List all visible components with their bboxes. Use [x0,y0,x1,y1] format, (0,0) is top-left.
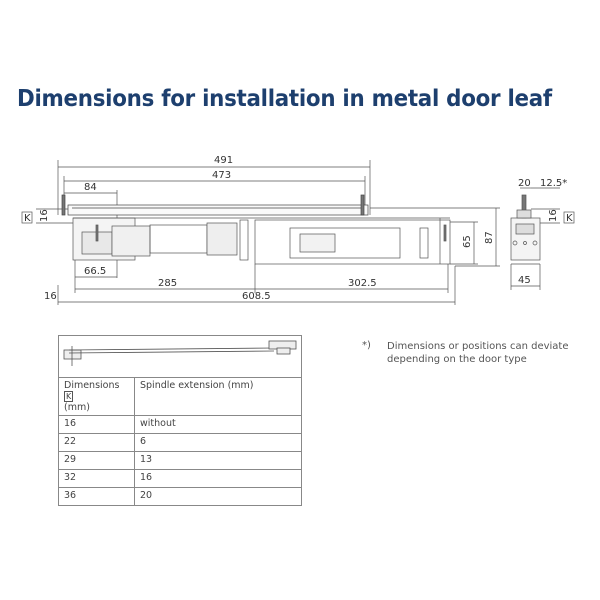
k-dimension-left: K 16 [21,208,74,224]
svg-text:84: 84 [84,182,97,193]
dimension-608-5: 16 608.5 [44,266,456,305]
svg-text:45: 45 [518,275,531,286]
table-header-row: Dimensions K (mm) Spindle extension (mm) [58,377,302,416]
cell-ext: 20 [134,487,302,506]
cover-plate [61,194,369,216]
header-dimensions: Dimensions [64,380,120,391]
dimension-285: 285 [75,264,256,293]
k-symbol: K [64,391,74,402]
cell-k: 36 [58,487,135,506]
cell-ext: without [134,415,302,434]
svg-text:20: 20 [518,178,531,189]
cell-k: 29 [58,451,135,470]
svg-text:285: 285 [158,278,177,289]
header-unit: (mm) [64,402,90,413]
side-view: 20 12.5* 16 K 45 [510,178,575,290]
dimension-302-5: 302.5 [255,264,449,293]
dimension-66-5: 66.5 [74,260,117,293]
svg-text:12.5*: 12.5* [540,178,567,189]
arm-illustration [63,340,297,366]
page-title: Dimensions for installation in metal doo… [17,86,552,112]
dimension-491: 491 [57,155,371,215]
cell-k: 16 [58,415,135,434]
footnote-marker: *) [362,340,371,351]
svg-text:K: K [566,213,573,224]
svg-text:608.5: 608.5 [242,291,271,302]
svg-text:87: 87 [484,231,495,244]
cell-ext: 16 [134,469,302,488]
cell-k: 22 [58,433,135,452]
spindle-extension-table: Dimensions K (mm) Spindle extension (mm)… [58,335,302,506]
svg-text:16: 16 [44,291,57,302]
footnote: *) Dimensions or positions can deviate d… [362,340,569,365]
svg-text:16: 16 [39,209,50,222]
door-closer-body [72,217,451,265]
cell-ext: 13 [134,451,302,470]
footnote-text: Dimensions or positions can deviate depe… [387,341,569,365]
svg-text:16: 16 [548,209,559,222]
dimension-87: 87 [370,207,500,267]
svg-text:473: 473 [212,170,231,181]
svg-text:65: 65 [462,235,473,248]
svg-text:K: K [24,213,31,224]
svg-text:66.5: 66.5 [84,266,106,277]
cell-k: 32 [58,469,135,488]
header-spindle-extension: Spindle extension (mm) [134,377,302,416]
dimension-473: 473 [63,170,366,205]
svg-text:302.5: 302.5 [348,278,377,289]
dimension-65: 65 [450,221,478,265]
svg-text:491: 491 [214,155,233,166]
table-image-row [58,335,302,378]
cell-ext: 6 [134,433,302,452]
